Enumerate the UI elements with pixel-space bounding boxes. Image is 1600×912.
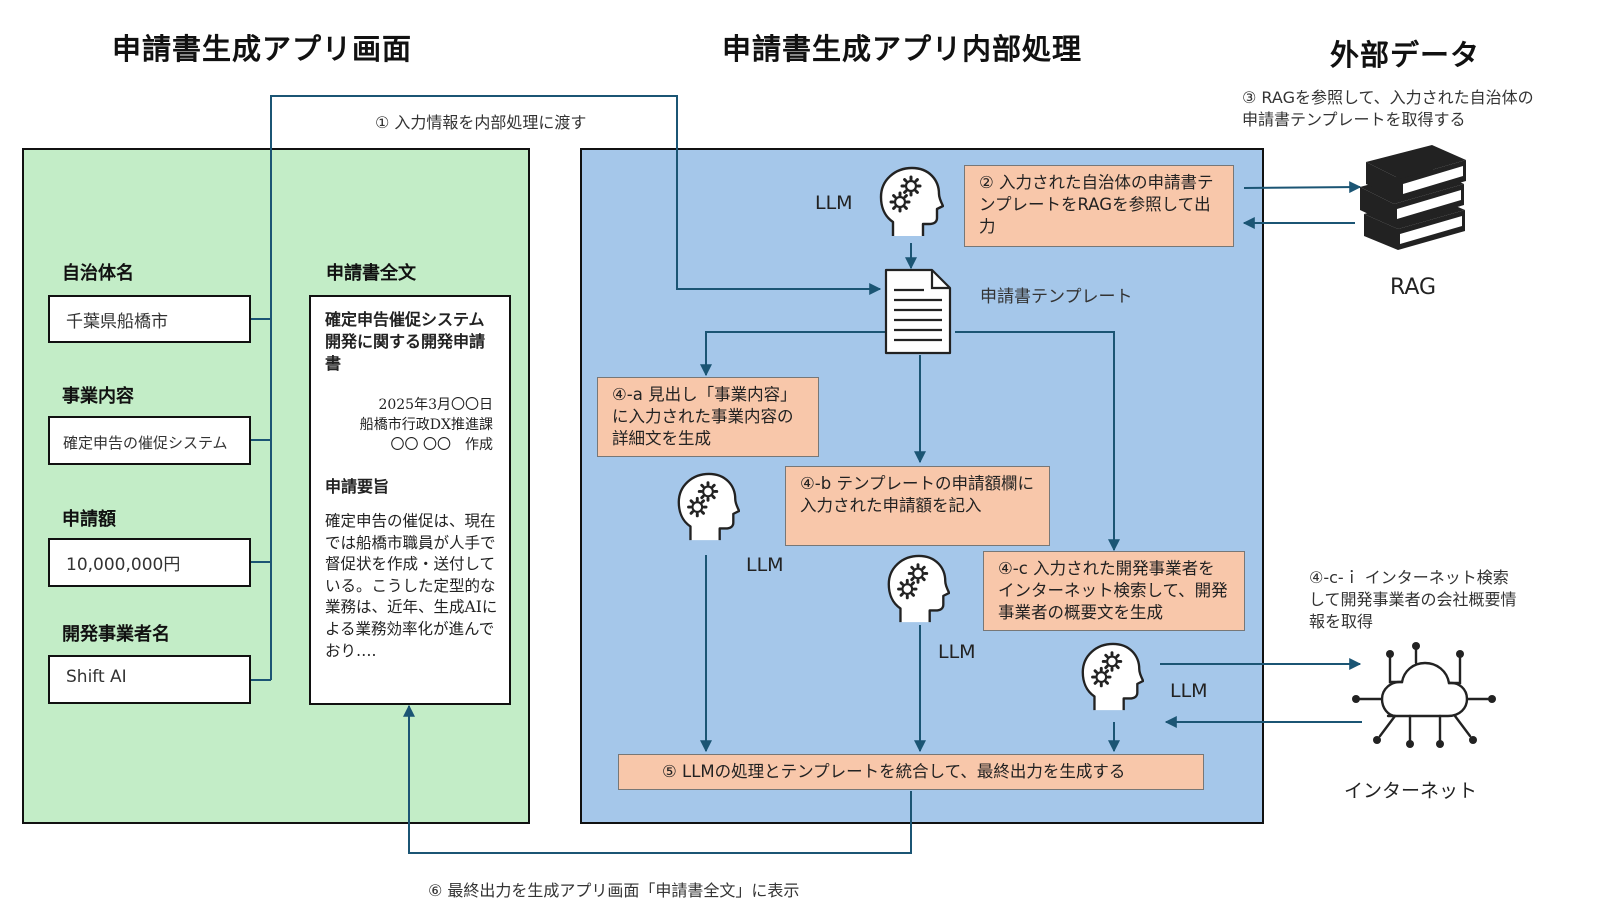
developer-name-label: 開発事業者名	[62, 624, 170, 645]
rag-books-icon	[1360, 145, 1466, 250]
step6-note: ⑥ 最終出力を生成アプリ画面「申請書全文」に表示	[428, 881, 800, 900]
municipality-input[interactable]: 千葉県船橋市	[48, 295, 251, 343]
app-screen-heading: 申請書生成アプリ画面	[112, 32, 413, 66]
developer-name-input[interactable]: Shift AI	[48, 655, 251, 704]
llm-icon	[887, 554, 950, 624]
internet-label: インターネット	[1344, 780, 1478, 802]
llm-label: LLM	[1170, 680, 1208, 702]
llm-icon	[1081, 642, 1144, 712]
document-department: 船橋市行政DX推進課	[359, 417, 493, 433]
step3-note: ③ RAGを参照して、入力された自治体の 申請書テンプレートを取得する	[1242, 88, 1534, 129]
step4b-box: ④-b テンプレートの申請額欄に入力された申請額を記入	[785, 466, 1050, 546]
step5-box: ⑤ LLMの処理とテンプレートを統合して、最終出力を生成する	[618, 754, 1204, 790]
amount-label: 申請額	[62, 509, 116, 530]
document-date: 2025年3月〇〇日	[378, 397, 493, 413]
amount-input[interactable]: 10,000,000円	[48, 538, 251, 587]
llm-label: LLM	[746, 554, 784, 576]
template-label: 申請書テンプレート	[980, 287, 1133, 307]
internal-process-heading: 申請書生成アプリ内部処理	[722, 32, 1083, 66]
step4ci-note: ④-c-ｉ インターネット検索 して開発事業者の会社概要情 報を取得	[1309, 568, 1517, 631]
internet-cloud-icon	[1358, 648, 1490, 742]
document-author: 〇〇 〇〇 作成	[390, 437, 493, 453]
document-title: 確定申告催促システム開発に関する開発申請書	[325, 310, 486, 373]
template-document-icon	[884, 268, 952, 355]
llm-label: LLM	[938, 641, 976, 663]
document-full-text-label: 申請書全文	[326, 263, 416, 284]
step1-note: ① 入力情報を内部処理に渡す	[375, 113, 587, 132]
llm-icon	[677, 472, 740, 542]
document-body: 確定申告の催促は、現在では船橋市職員が人手で督促状を作成・送付している。こうした…	[325, 512, 498, 660]
business-content-label: 事業内容	[62, 386, 134, 407]
llm-label: LLM	[815, 192, 853, 214]
llm-icon	[879, 166, 944, 238]
rag-label: RAG	[1390, 275, 1437, 300]
municipality-label: 自治体名	[62, 263, 134, 284]
step4a-box: ④-a 見出し「事業内容」に入力された事業内容の詳細文を生成	[597, 377, 819, 457]
document-output[interactable]: 確定申告催促システム開発に関する開発申請書 2025年3月〇〇日 船橋市行政DX…	[309, 295, 511, 705]
step2-box: ② 入力された自治体の申請書テンプレートをRAGを参照して出力	[964, 165, 1234, 247]
document-summary-heading: 申請要旨	[325, 477, 390, 496]
business-content-input[interactable]: 確定申告の催促システム	[48, 416, 251, 465]
external-data-heading: 外部データ	[1330, 38, 1481, 72]
step4c-box: ④-c 入力された開発事業者をインターネット検索して、開発事業者の概要文を生成	[983, 551, 1245, 631]
internet-node-dots	[1352, 642, 1496, 748]
